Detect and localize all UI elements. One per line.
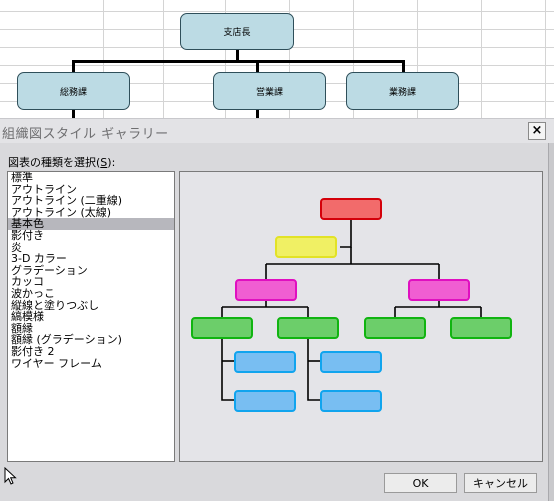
close-icon: × xyxy=(531,123,543,138)
org-box-operations[interactable]: 業務課 xyxy=(346,72,459,110)
preview-box-level3 xyxy=(277,317,339,339)
style-preview xyxy=(179,171,543,462)
preview-box-level3 xyxy=(450,317,512,339)
style-list-item[interactable]: 額縁 (グラデーション) xyxy=(11,333,122,347)
style-list-item[interactable]: カッコ xyxy=(11,275,44,289)
preview-box-level4 xyxy=(320,390,382,412)
preview-box-level4 xyxy=(234,390,296,412)
preview-box-level4 xyxy=(320,351,382,373)
org-box-branch-manager[interactable]: 支店長 xyxy=(180,13,294,50)
style-list-item[interactable]: 波かっこ xyxy=(11,286,55,300)
style-list-item[interactable]: 標準 xyxy=(11,171,33,184)
style-list-item[interactable]: 縞模様 xyxy=(11,310,44,324)
cancel-button-label: キャンセル xyxy=(473,477,528,490)
spreadsheet-background: 支店長 総務課 営業課 業務課 xyxy=(0,0,554,118)
org-box-general-affairs[interactable]: 総務課 xyxy=(17,72,130,110)
style-list-item[interactable]: アウトライン (太線) xyxy=(11,205,112,219)
dialog-title: 組織図スタイル ギャラリー xyxy=(2,127,169,142)
org-box-label: 業務課 xyxy=(388,87,416,98)
preview-box-level4 xyxy=(234,351,296,373)
preview-box-level3 xyxy=(364,317,426,339)
org-chart-style-gallery-dialog: 組織図スタイル ギャラリー × 図表の種類を選択(S): 標準アウトラインアウト… xyxy=(0,118,554,501)
preview-box-level2 xyxy=(408,279,470,301)
style-list-item[interactable]: 基本色 xyxy=(8,218,174,230)
style-list-item[interactable]: 影付き xyxy=(11,228,44,242)
style-list-item[interactable]: アウトライン xyxy=(11,182,77,196)
arrow-cursor-icon xyxy=(4,467,17,485)
preview-box-top xyxy=(320,198,382,220)
preview-box-level3 xyxy=(191,317,253,339)
style-list-item[interactable]: グラデーション xyxy=(11,263,88,277)
style-list-item[interactable]: ワイヤー フレーム xyxy=(11,356,102,370)
org-chart-preview xyxy=(191,198,512,412)
org-box-sales[interactable]: 営業課 xyxy=(213,72,326,110)
style-list-item[interactable]: 影付き 2 xyxy=(11,344,55,358)
ok-button[interactable]: OK xyxy=(384,473,457,493)
dialog-titlebar[interactable]: 組織図スタイル ギャラリー × xyxy=(0,119,554,143)
ok-button-label: OK xyxy=(412,476,429,490)
style-list-item[interactable]: アウトライン (二重線) xyxy=(11,194,123,208)
style-list-item[interactable]: 3-D カラー xyxy=(11,252,67,266)
style-list-item[interactable]: 縦線と塗りつぶし xyxy=(11,298,100,312)
close-button[interactable]: × xyxy=(528,122,546,140)
preview-box-level2 xyxy=(235,279,297,301)
cancel-button[interactable]: キャンセル xyxy=(464,473,537,493)
style-list-item[interactable]: 炎 xyxy=(11,240,22,254)
dialog-frame-edge xyxy=(548,143,554,501)
style-list-label: 図表の種類を選択(S): xyxy=(8,156,116,169)
style-list-item[interactable]: 額縁 xyxy=(11,321,33,335)
preview-box-assistant xyxy=(275,236,337,258)
org-box-label: 支店長 xyxy=(223,28,251,38)
org-box-label: 総務課 xyxy=(59,87,87,98)
org-box-label: 営業課 xyxy=(255,87,283,98)
